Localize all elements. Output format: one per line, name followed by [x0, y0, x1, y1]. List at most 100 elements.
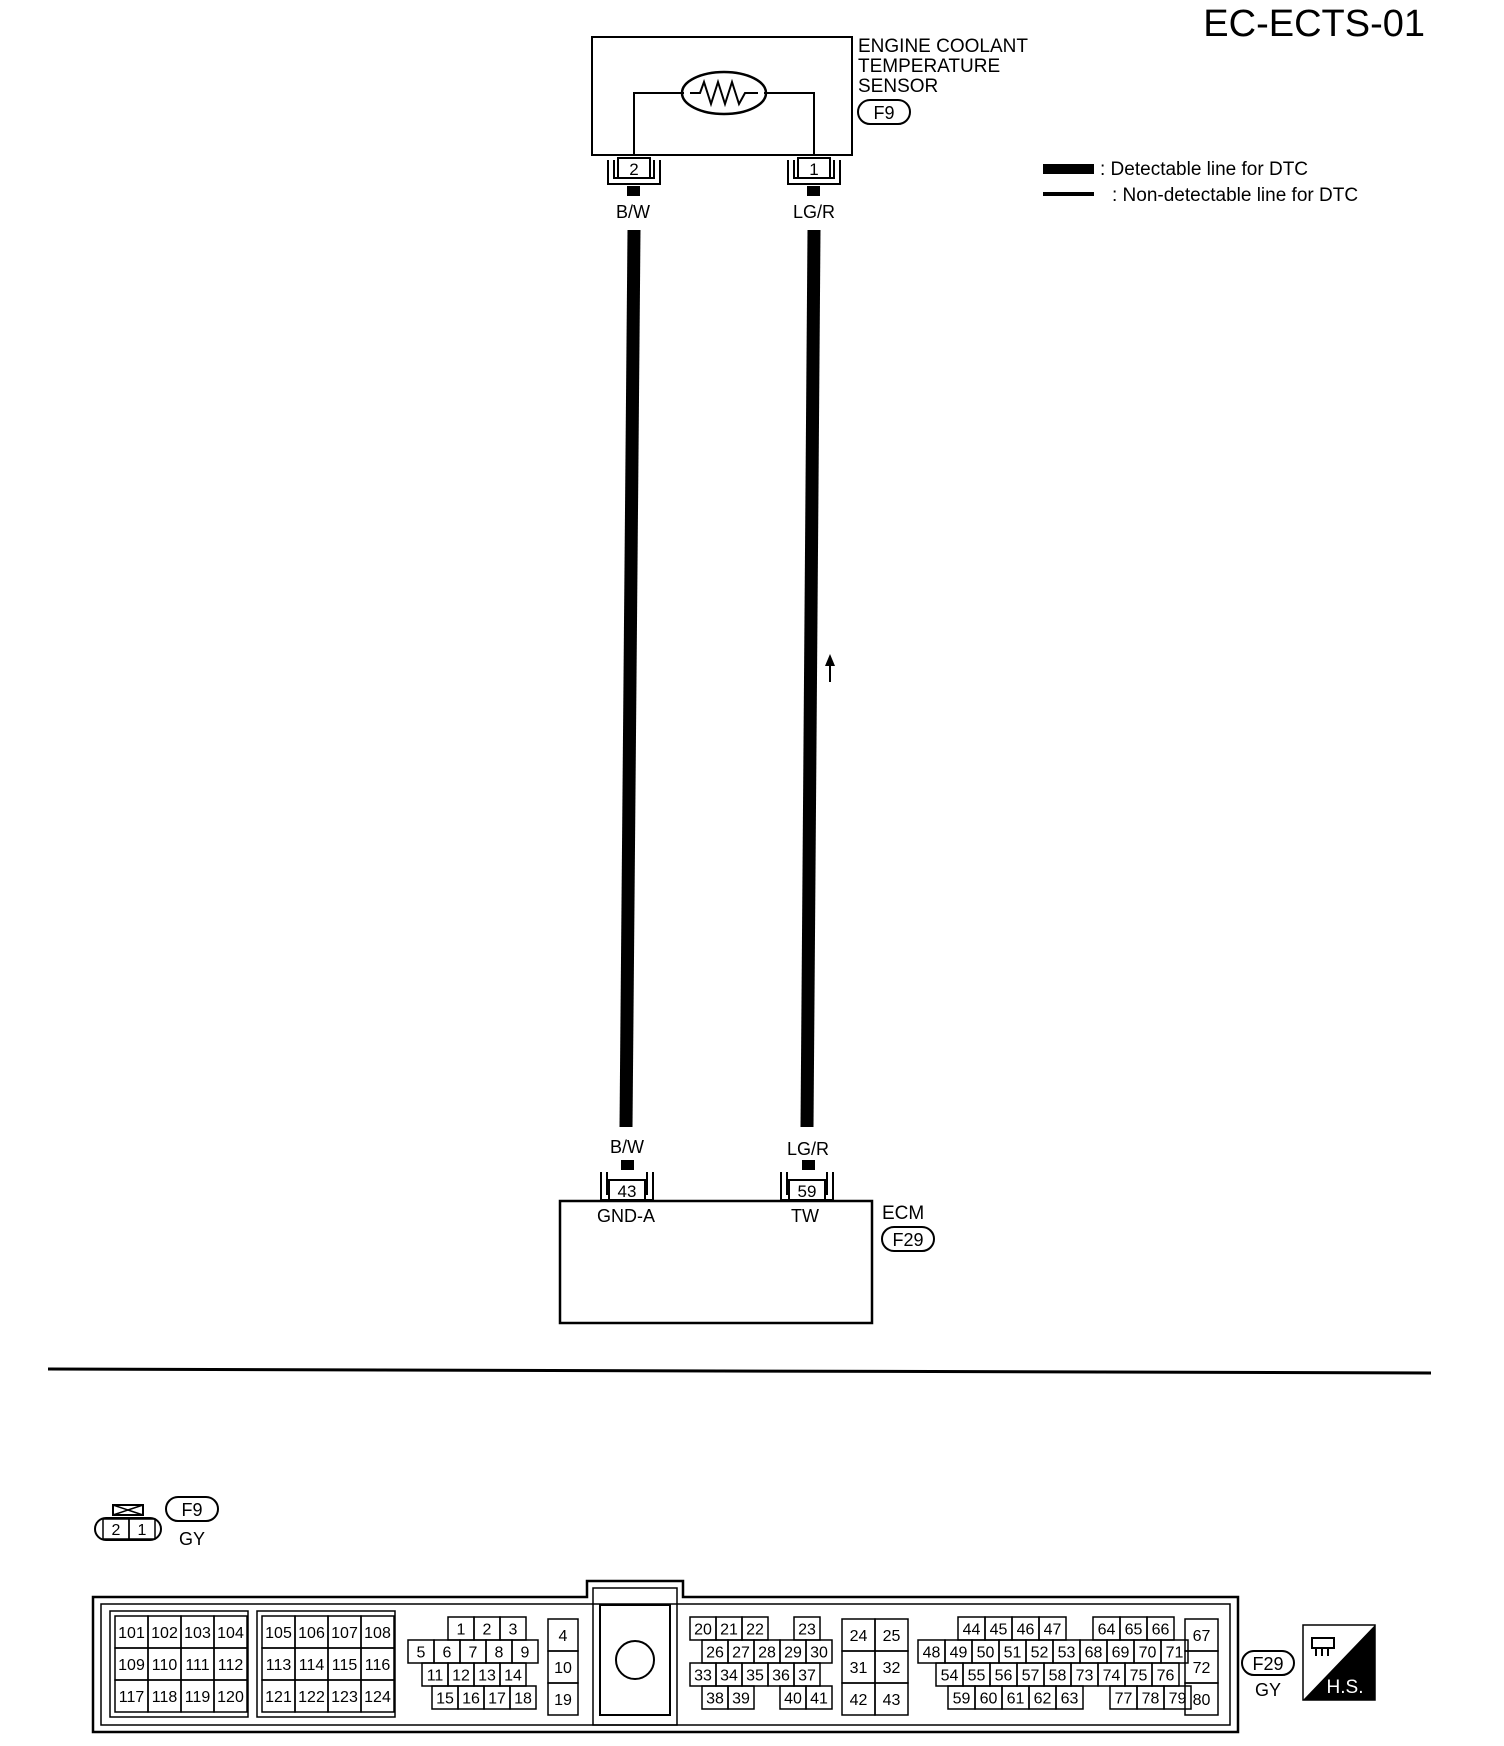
wire-color-right-bottom: LG/R — [787, 1139, 829, 1159]
f29-pin-106: 106 — [298, 1625, 325, 1642]
ecm-connector-id: F29 — [892, 1230, 923, 1250]
f29-pin-22: 22 — [746, 1622, 764, 1639]
f29-pin-8: 8 — [495, 1645, 504, 1662]
ecm-connector-badge — [881, 1226, 935, 1252]
f29-pin-105: 105 — [265, 1625, 292, 1642]
f29-pin-122: 122 — [298, 1689, 325, 1706]
wire-color-left-bottom: B/W — [610, 1137, 644, 1157]
thermistor-icon — [680, 70, 768, 116]
f29-pin-18: 18 — [514, 1691, 532, 1708]
f29-pin-cell — [1163, 1685, 1192, 1710]
f29-pin-6: 6 — [443, 1645, 452, 1662]
f29-pin-cell — [805, 1685, 833, 1710]
f9-pin-2: 2 — [112, 1522, 121, 1539]
ecm-terminal-tw: TW — [791, 1206, 819, 1226]
f29-pin-120: 120 — [217, 1689, 244, 1706]
f29-pin-35: 35 — [746, 1668, 764, 1685]
f29-pin-cell — [213, 1679, 248, 1713]
f29-pin-80: 80 — [1193, 1692, 1211, 1709]
ecm-label: ECM — [882, 1203, 924, 1224]
f29-pin-117: 117 — [119, 1689, 145, 1706]
f9-connector-face — [94, 1504, 162, 1541]
f29-pin-51: 51 — [1004, 1645, 1022, 1662]
f29-pin-43: 43 — [883, 1692, 901, 1709]
f29-pin-67: 67 — [1193, 1628, 1211, 1645]
f29-pin-114: 114 — [299, 1657, 325, 1674]
f29-pin-49: 49 — [950, 1645, 968, 1662]
f29-view-badge — [1241, 1650, 1295, 1676]
f29-pin-9: 9 — [521, 1645, 530, 1662]
f29-pin-118: 118 — [152, 1689, 178, 1706]
f29-pin-12: 12 — [452, 1668, 470, 1685]
f29-pin-50: 50 — [977, 1645, 995, 1662]
f29-pin-1: 1 — [457, 1622, 466, 1639]
f29-pin-32: 32 — [883, 1660, 901, 1677]
f29-pin-71: 71 — [1166, 1645, 1184, 1662]
f29-pin-65: 65 — [1125, 1622, 1143, 1639]
legend-detectable-swatch — [1043, 164, 1094, 174]
sensor-connector-badge — [857, 99, 911, 125]
f29-pin-42: 42 — [850, 1692, 868, 1709]
sensor-pin-1: 1 — [809, 160, 818, 179]
f29-pin-cell — [1184, 1682, 1219, 1716]
wire-lgr-stub-top — [807, 186, 820, 196]
f29-pin-77: 77 — [1115, 1691, 1133, 1708]
f29-pin-cell — [360, 1679, 395, 1713]
f29-pin-79: 79 — [1169, 1691, 1187, 1708]
f29-pin-104: 104 — [217, 1625, 244, 1642]
f29-pin-102: 102 — [151, 1625, 178, 1642]
f29-pin-40: 40 — [784, 1691, 802, 1708]
diagram-id: EC-ECTS-01 — [1203, 3, 1425, 45]
f29-pin-38: 38 — [706, 1691, 724, 1708]
f29-pin-75: 75 — [1130, 1668, 1148, 1685]
f29-pin-46: 46 — [1017, 1622, 1035, 1639]
f29-pin-13: 13 — [478, 1668, 496, 1685]
wire-bw — [619, 229, 641, 1128]
f29-pin-48: 48 — [923, 1645, 941, 1662]
f29-pin-29: 29 — [784, 1645, 802, 1662]
f29-pin-53: 53 — [1058, 1645, 1076, 1662]
f29-pin-24: 24 — [850, 1628, 868, 1645]
f29-pin-34: 34 — [720, 1668, 738, 1685]
f9-view-color: GY — [179, 1529, 205, 1549]
f29-pin-73: 73 — [1076, 1668, 1094, 1685]
f29-pin-30: 30 — [810, 1645, 828, 1662]
sensor-name-line-2: TEMPERATURE — [858, 56, 1000, 77]
f29-pin-2: 2 — [483, 1622, 492, 1639]
f29-pin-58: 58 — [1049, 1668, 1067, 1685]
f29-pin-cell — [874, 1682, 909, 1716]
wire-color-right-top: LG/R — [793, 202, 835, 222]
f29-pin-72: 72 — [1193, 1660, 1211, 1677]
f29-view-connector-id: F29 — [1252, 1654, 1283, 1674]
f29-pin-70: 70 — [1139, 1645, 1157, 1662]
f29-pin-27: 27 — [732, 1645, 750, 1662]
sensor-name-line-3: SENSOR — [858, 76, 938, 97]
f29-pin-112: 112 — [218, 1657, 244, 1674]
section-divider — [47, 1367, 1432, 1375]
f9-view-badge — [165, 1496, 219, 1522]
f29-pin-66: 66 — [1152, 1622, 1170, 1639]
f29-pin-45: 45 — [990, 1622, 1008, 1639]
ecm-terminal-gnd-a: GND-A — [597, 1206, 655, 1226]
f9-view-connector-id: F9 — [181, 1500, 202, 1520]
f29-pin-10: 10 — [554, 1660, 572, 1677]
f29-pin-44: 44 — [963, 1622, 981, 1639]
f29-pin-11: 11 — [427, 1668, 444, 1685]
legend-detectable-label: : Detectable line for DTC — [1100, 159, 1308, 180]
f29-pin-25: 25 — [883, 1628, 901, 1645]
f29-pin-cell — [509, 1685, 537, 1710]
f29-pin-60: 60 — [980, 1691, 998, 1708]
wire-bw-stub-top — [627, 186, 640, 196]
wire-color-left-top: B/W — [616, 202, 650, 222]
f29-view-color: GY — [1255, 1680, 1281, 1700]
f29-pin-109: 109 — [118, 1657, 145, 1674]
ecm-pin-43: 43 — [618, 1182, 637, 1201]
f29-pin-74: 74 — [1103, 1668, 1121, 1685]
f29-pin-47: 47 — [1044, 1622, 1062, 1639]
f29-pin-61: 61 — [1007, 1691, 1025, 1708]
f29-pin-76: 76 — [1157, 1668, 1175, 1685]
f29-pin-62: 62 — [1034, 1691, 1052, 1708]
f29-pin-7: 7 — [469, 1645, 478, 1662]
sensor-name-line-1: ENGINE COOLANT — [858, 36, 1028, 57]
